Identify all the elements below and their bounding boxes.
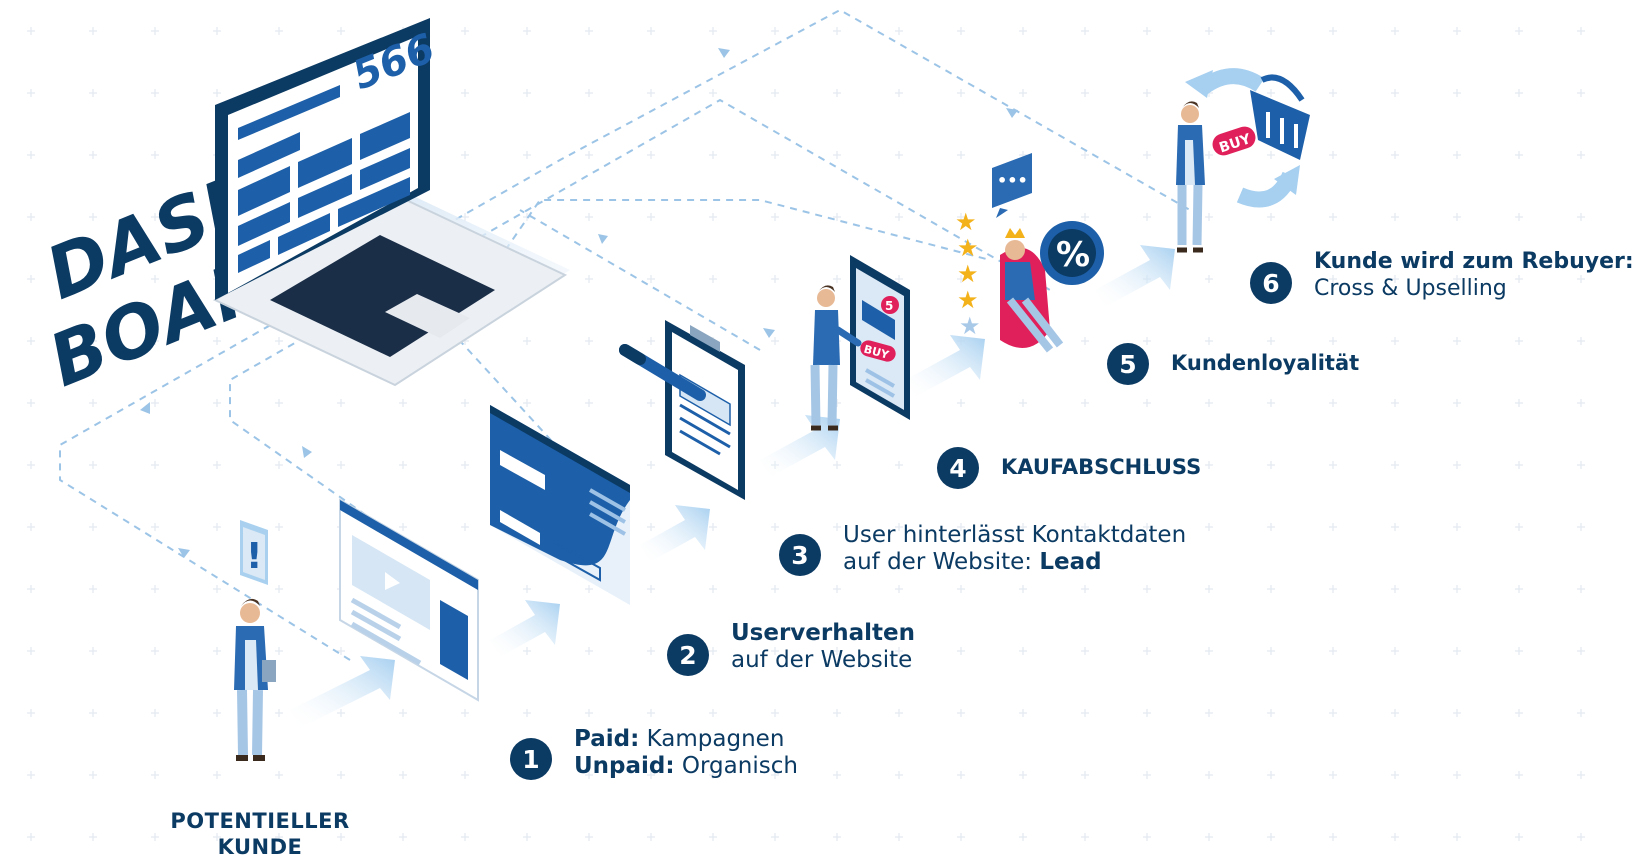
- chat-dots: •••: [997, 171, 1028, 190]
- step-2-line1: Userverhalten: [731, 620, 915, 646]
- step-2: 2 Userverhalten auf der Website: [667, 620, 915, 676]
- cart-count: 5: [885, 299, 893, 313]
- rebuyer-cycle-icon: [1185, 68, 1300, 208]
- svg-text:★: ★: [957, 286, 979, 314]
- person-figure-6: [1176, 101, 1205, 253]
- step-3: 3 User hinterlässt Kontaktdaten auf der …: [779, 522, 1186, 576]
- svg-text:★: ★: [957, 260, 979, 288]
- chat-bubble-icon: •••: [992, 153, 1032, 218]
- step-2-text: Userverhalten auf der Website: [731, 620, 915, 674]
- step-1-bold2: Unpaid:: [574, 753, 675, 779]
- step-6-line2: Cross & Upselling: [1314, 276, 1507, 301]
- step-3-badge: 3: [779, 534, 821, 576]
- person-figure-4: [810, 285, 862, 431]
- step-1-bold1: Paid:: [574, 726, 640, 752]
- step-2-line2: auf der Website: [731, 647, 913, 673]
- step-3-text: User hinterlässt Kontaktdaten auf der We…: [843, 522, 1186, 576]
- rating-stars-icon: ★ ★ ★ ★ ★: [955, 208, 981, 340]
- step-2-badge: 2: [667, 634, 709, 676]
- step-6-line1: Kunde wird zum Rebuyer:: [1314, 249, 1634, 274]
- clipboard-icon: [619, 320, 745, 500]
- shopping-phone-icon: 5 BUY: [850, 255, 910, 420]
- step-1-badge: 1: [510, 738, 552, 780]
- step-3-line1: User hinterlässt Kontaktdaten: [843, 522, 1187, 548]
- person-figure-start: [234, 598, 276, 761]
- step-4-line1: KAUFABSCHLUSS: [1001, 455, 1202, 479]
- laptop-icon: 566: [212, 18, 570, 387]
- step-1-text: Paid: Kampagnen Unpaid: Organisch: [574, 726, 798, 780]
- step-4-badge: 4: [937, 447, 979, 489]
- potential-customer-label: POTENTIELLER KUNDE: [160, 808, 360, 860]
- landing-page-icon: [490, 405, 630, 605]
- flow-arrowheads: [140, 48, 1018, 558]
- step-1-text2: Organisch: [674, 753, 798, 779]
- step-3-line2-bold: Lead: [1039, 549, 1102, 575]
- step-5: 5 Kundenloyalität: [1107, 343, 1359, 385]
- step-1: 1 Paid: Kampagnen Unpaid: Organisch: [510, 726, 798, 780]
- percent-symbol: %: [1056, 235, 1090, 275]
- potential-line2: KUNDE: [217, 835, 303, 859]
- alert-icon: !: [240, 520, 268, 585]
- alert-symbol: !: [246, 536, 262, 577]
- shopping-basket-icon: [1250, 74, 1310, 160]
- discount-badge-icon: %: [1040, 221, 1104, 285]
- svg-text:★: ★: [957, 234, 979, 262]
- step-3-line2-prefix: auf der Website:: [843, 549, 1040, 575]
- step-5-badge: 5: [1107, 343, 1149, 385]
- step-5-line1: Kundenloyalität: [1171, 351, 1360, 375]
- step-6: 6 Kunde wird zum Rebuyer: Cross & Upsell…: [1250, 249, 1634, 304]
- svg-text:★: ★: [959, 312, 981, 340]
- step-4: 4 KAUFABSCHLUSS: [937, 447, 1201, 489]
- step-6-text: Kunde wird zum Rebuyer: Cross & Upsellin…: [1314, 248, 1634, 302]
- loyalty-customer-icon: [1000, 228, 1064, 353]
- step-6-badge: 6: [1250, 262, 1292, 304]
- potential-line1: POTENTIELLER: [170, 809, 350, 833]
- browser-window-icon: [339, 498, 479, 702]
- svg-text:★: ★: [955, 208, 977, 236]
- step-1-text1: Kampagnen: [639, 726, 785, 752]
